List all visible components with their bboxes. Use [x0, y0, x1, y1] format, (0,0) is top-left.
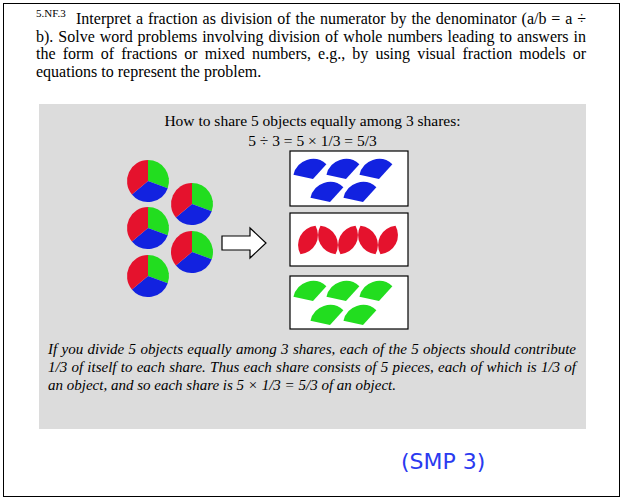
- divided-circle: [127, 207, 169, 249]
- divided-circle: [127, 255, 169, 297]
- third-piece: [356, 277, 395, 307]
- divided-circle: [171, 231, 213, 273]
- third-sector: [127, 207, 148, 241]
- practice-tag: (SMP 3): [401, 449, 485, 475]
- share-box: [290, 213, 408, 266]
- third-piece: [340, 178, 379, 208]
- third-piece: [307, 178, 346, 208]
- divided-objects: [127, 160, 213, 297]
- third-sector: [127, 255, 148, 289]
- third-sector: [127, 160, 148, 194]
- standard-text: Interpret a fraction as division of the …: [36, 10, 586, 80]
- third-piece: [356, 155, 395, 185]
- third-sector: [171, 231, 192, 265]
- third-sector: [171, 183, 192, 217]
- third-piece: [323, 277, 362, 307]
- third-piece: [290, 155, 329, 185]
- divided-circle: [127, 160, 169, 202]
- standard-code: 5.NF.3: [36, 7, 66, 19]
- third-piece: [290, 277, 329, 307]
- third-piece: [307, 301, 346, 331]
- third-piece: [373, 222, 403, 258]
- share-pieces: [290, 155, 403, 331]
- division-equation: 5 ÷ 3 = 5 × 1/3 = 5/3: [39, 132, 586, 150]
- divided-circle: [171, 183, 213, 225]
- explanation-text: If you divide 5 objects equally among 3 …: [48, 340, 576, 394]
- panel-heading: How to share 5 objects equally among 3 s…: [39, 112, 586, 130]
- third-piece: [323, 155, 362, 185]
- share-arrow: [222, 228, 266, 258]
- third-piece: [340, 301, 379, 331]
